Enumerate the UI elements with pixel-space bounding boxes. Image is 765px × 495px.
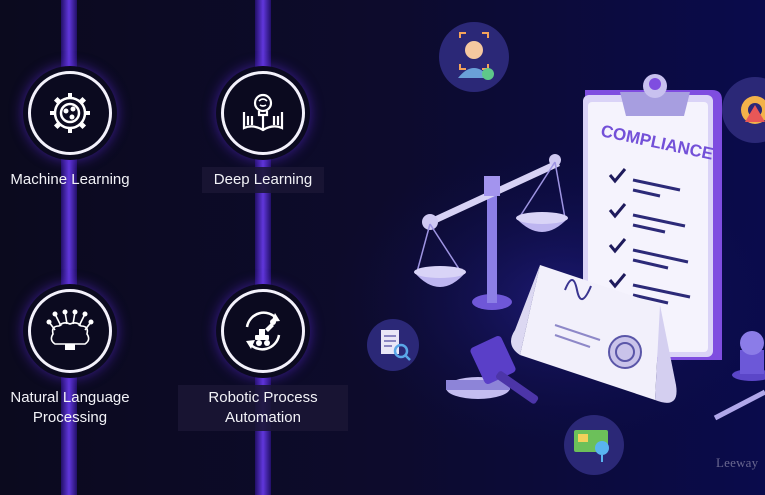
id-card-icon: [564, 415, 624, 475]
badge: [28, 289, 112, 373]
book-brain-icon: [242, 93, 284, 132]
feature-deep-learning: Deep Learning: [178, 71, 348, 193]
feature-machine-learning: Machine Learning: [0, 71, 155, 193]
robot-cycle-icon: [245, 311, 281, 351]
badge: [221, 71, 305, 155]
gavel-icon: [446, 336, 539, 404]
face-scan-icon: [439, 22, 509, 92]
badge: [221, 289, 305, 373]
contract-scroll-icon: [511, 265, 677, 403]
feature-robotic-process-automation: Robotic Process Automation: [178, 289, 348, 431]
feature-label: Deep Learning: [201, 167, 325, 193]
scales-of-justice-icon: [414, 154, 568, 310]
document-search-icon: [367, 319, 419, 371]
feature-label: Machine Learning: [10, 171, 130, 188]
gear-warning-icon: [722, 77, 765, 143]
stamp-icon: [732, 331, 765, 381]
pen-icon: [713, 389, 765, 421]
compliance-clipboard: COMPLIANCE: [583, 74, 722, 360]
neural-brain-icon: [46, 309, 94, 350]
badge: [28, 71, 112, 155]
feature-label: Robotic Process Automation: [178, 385, 348, 431]
feature-natural-language-processing: Natural Language Processing: [0, 289, 155, 431]
brain-gear-icon: [50, 93, 90, 133]
watermark: Leeway: [716, 455, 759, 470]
feature-label: Natural Language Processing: [10, 389, 130, 426]
